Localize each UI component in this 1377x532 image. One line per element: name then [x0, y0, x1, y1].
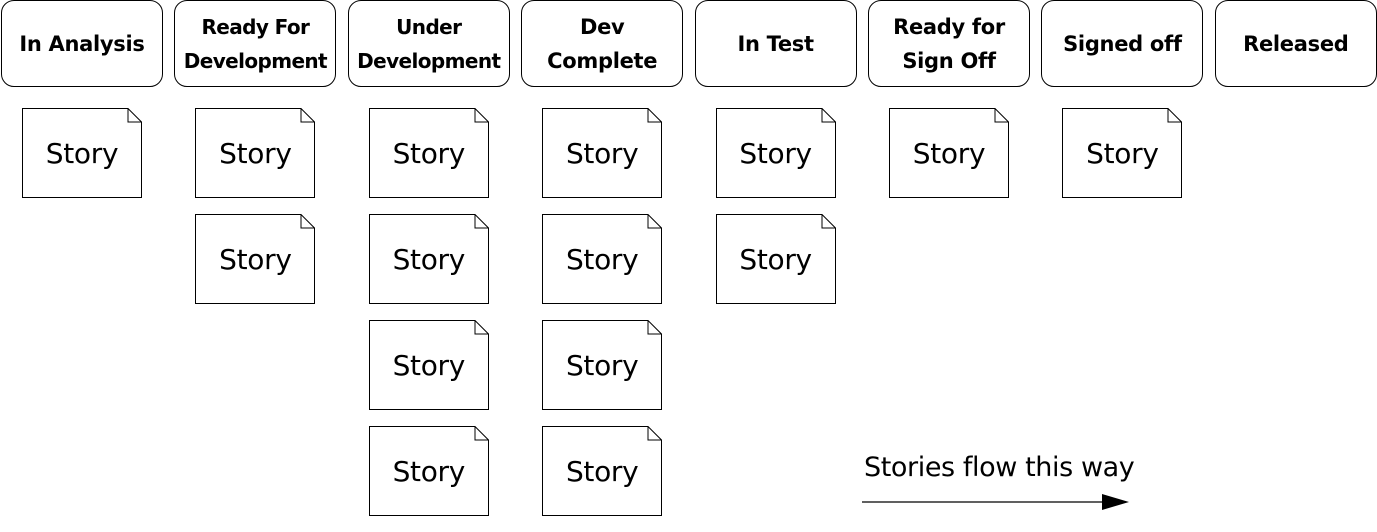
- card-stack: Story: [889, 108, 1009, 214]
- story-card[interactable]: Story: [715, 214, 836, 304]
- story-card[interactable]: Story: [368, 426, 489, 516]
- column-header[interactable]: Dev Complete: [521, 0, 684, 87]
- column-header[interactable]: Signed off: [1041, 0, 1204, 87]
- story-card[interactable]: Story: [542, 108, 663, 198]
- column-header[interactable]: Ready For Development: [174, 0, 337, 87]
- folded-corner-note-icon: [22, 108, 142, 198]
- column-released: Released: [1214, 0, 1377, 514]
- column-header[interactable]: Released: [1214, 0, 1377, 87]
- folded-corner-note-icon: [542, 320, 663, 410]
- story-card[interactable]: Story: [715, 108, 836, 198]
- column-header[interactable]: Ready for Sign Off: [868, 0, 1030, 87]
- folded-corner-note-icon: [368, 426, 489, 516]
- story-label: Story: [912, 136, 986, 170]
- story-label: Story: [45, 136, 119, 170]
- story-label: Story: [219, 242, 292, 276]
- folded-corner-note-icon: [195, 108, 316, 198]
- folded-corner-note-icon: [715, 108, 836, 198]
- column-header[interactable]: Under Development: [347, 0, 510, 87]
- folded-corner-note-icon: [715, 214, 836, 304]
- story-card[interactable]: Story: [368, 320, 489, 410]
- story-label: Story: [392, 348, 466, 382]
- flow-label: Stories flow this way: [864, 452, 1135, 483]
- story-label: Story: [739, 242, 812, 276]
- story-card[interactable]: Story: [542, 426, 663, 516]
- column-header[interactable]: In Analysis: [1, 0, 163, 87]
- story-label: Story: [565, 136, 639, 170]
- story-label: Story: [1086, 136, 1159, 170]
- card-stack: Story: [1062, 108, 1183, 214]
- story-card[interactable]: Story: [22, 108, 142, 198]
- column-header[interactable]: In Test: [694, 0, 857, 87]
- story-card[interactable]: Story: [368, 214, 489, 304]
- story-label: Story: [565, 242, 639, 276]
- folded-corner-note-icon: [368, 214, 489, 304]
- folded-corner-note-icon: [889, 108, 1009, 198]
- folded-corner-note-icon: [542, 214, 663, 304]
- folded-corner-note-icon: [542, 426, 663, 516]
- story-label: Story: [565, 454, 639, 488]
- folded-corner-note-icon: [368, 320, 489, 410]
- story-card[interactable]: Story: [889, 108, 1009, 198]
- story-label: Story: [392, 454, 466, 488]
- story-card[interactable]: Story: [368, 108, 489, 198]
- story-label: Story: [565, 348, 639, 382]
- story-label: Story: [219, 136, 292, 170]
- card-stack: Story: [22, 108, 142, 214]
- story-card[interactable]: Story: [542, 320, 663, 410]
- story-card[interactable]: Story: [195, 108, 316, 198]
- story-card[interactable]: Story: [542, 214, 663, 304]
- arrow-right-icon: [862, 494, 1129, 510]
- folded-corner-note-icon: [195, 214, 316, 304]
- folded-corner-note-icon: [542, 108, 663, 198]
- story-label: Story: [392, 242, 466, 276]
- folded-corner-note-icon: [368, 108, 489, 198]
- story-label: Story: [392, 136, 466, 170]
- folded-corner-note-icon: [1062, 108, 1183, 198]
- story-label: Story: [739, 136, 812, 170]
- story-card[interactable]: Story: [195, 214, 316, 304]
- story-card[interactable]: Story: [1062, 108, 1183, 198]
